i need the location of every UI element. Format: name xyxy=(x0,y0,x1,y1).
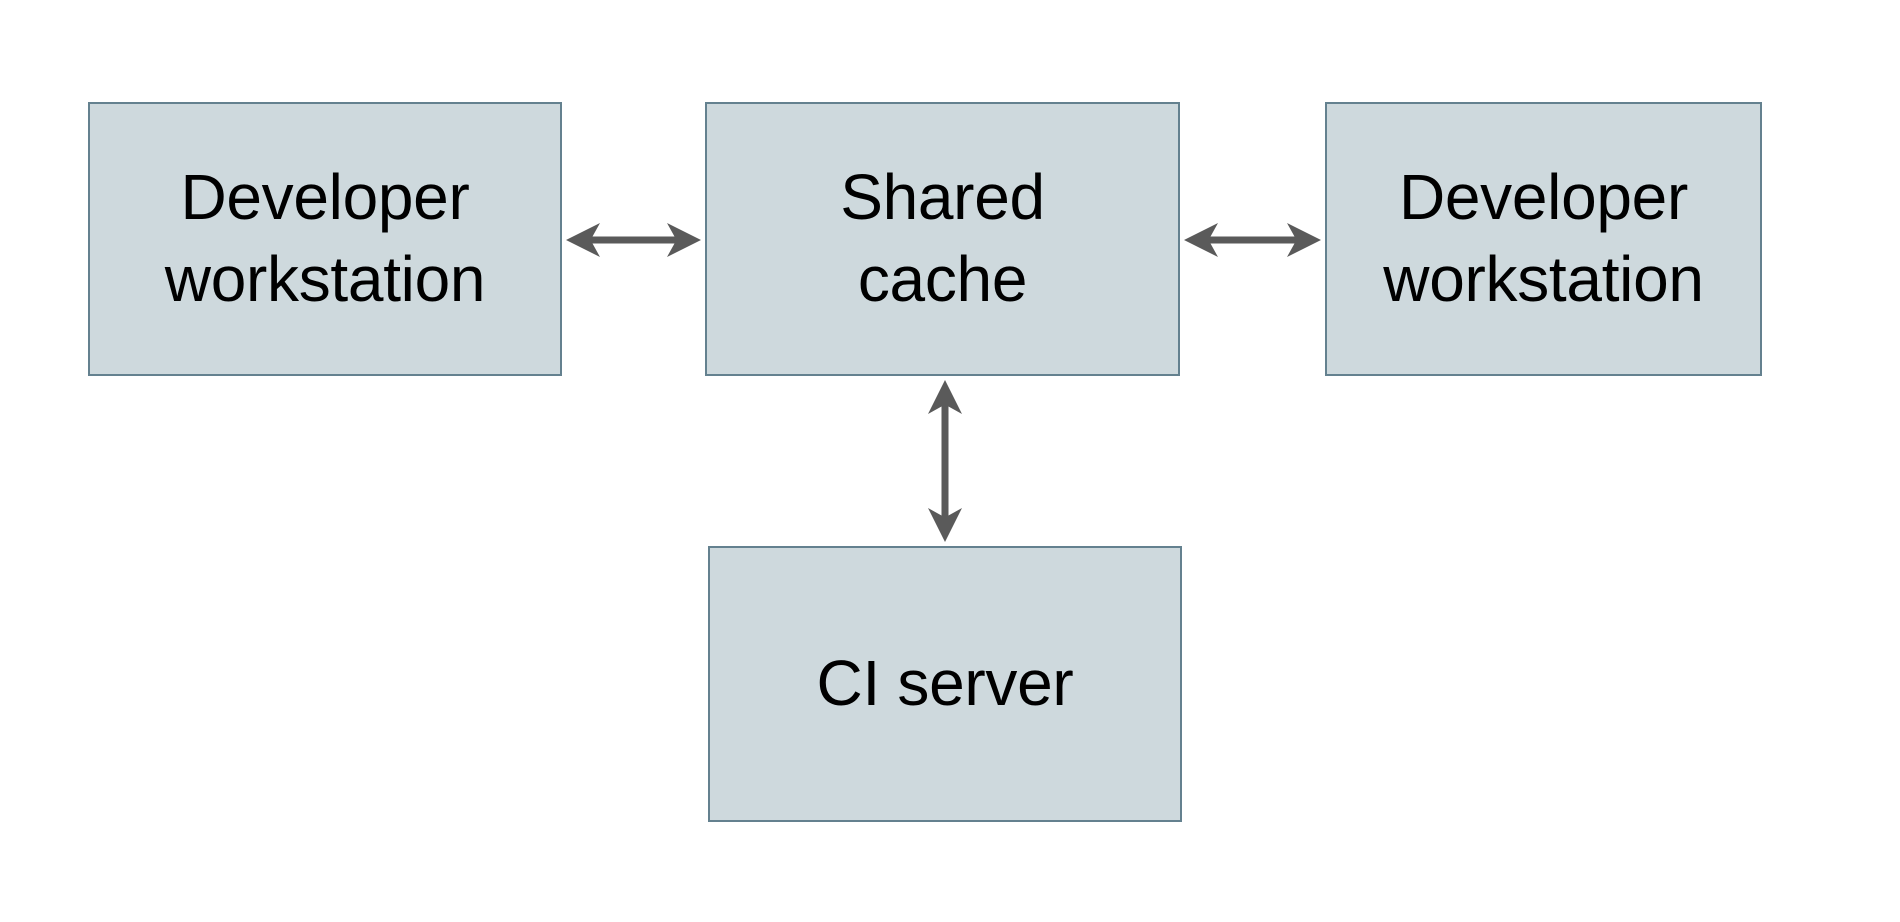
connector-ci-server-shared-cache xyxy=(915,350,975,572)
connector-shared-cache-right-workstation xyxy=(1154,210,1351,270)
node-shared-cache[interactable]: Shared cache xyxy=(705,102,1180,376)
node-ci-server[interactable]: CI server xyxy=(708,546,1182,822)
node-label: Shared cache xyxy=(840,161,1045,315)
arrow-double-head xyxy=(1184,223,1321,257)
node-label: Developer workstation xyxy=(164,161,486,315)
arrow-double-head xyxy=(928,380,962,542)
node-label: Developer workstation xyxy=(1383,161,1704,315)
arrow-double-head xyxy=(566,223,701,257)
node-developer-workstation-left[interactable]: Developer workstation xyxy=(88,102,562,376)
node-label: CI server xyxy=(816,647,1074,720)
node-developer-workstation-right[interactable]: Developer workstation xyxy=(1325,102,1762,376)
connector-left-workstation-shared-cache xyxy=(536,210,731,270)
